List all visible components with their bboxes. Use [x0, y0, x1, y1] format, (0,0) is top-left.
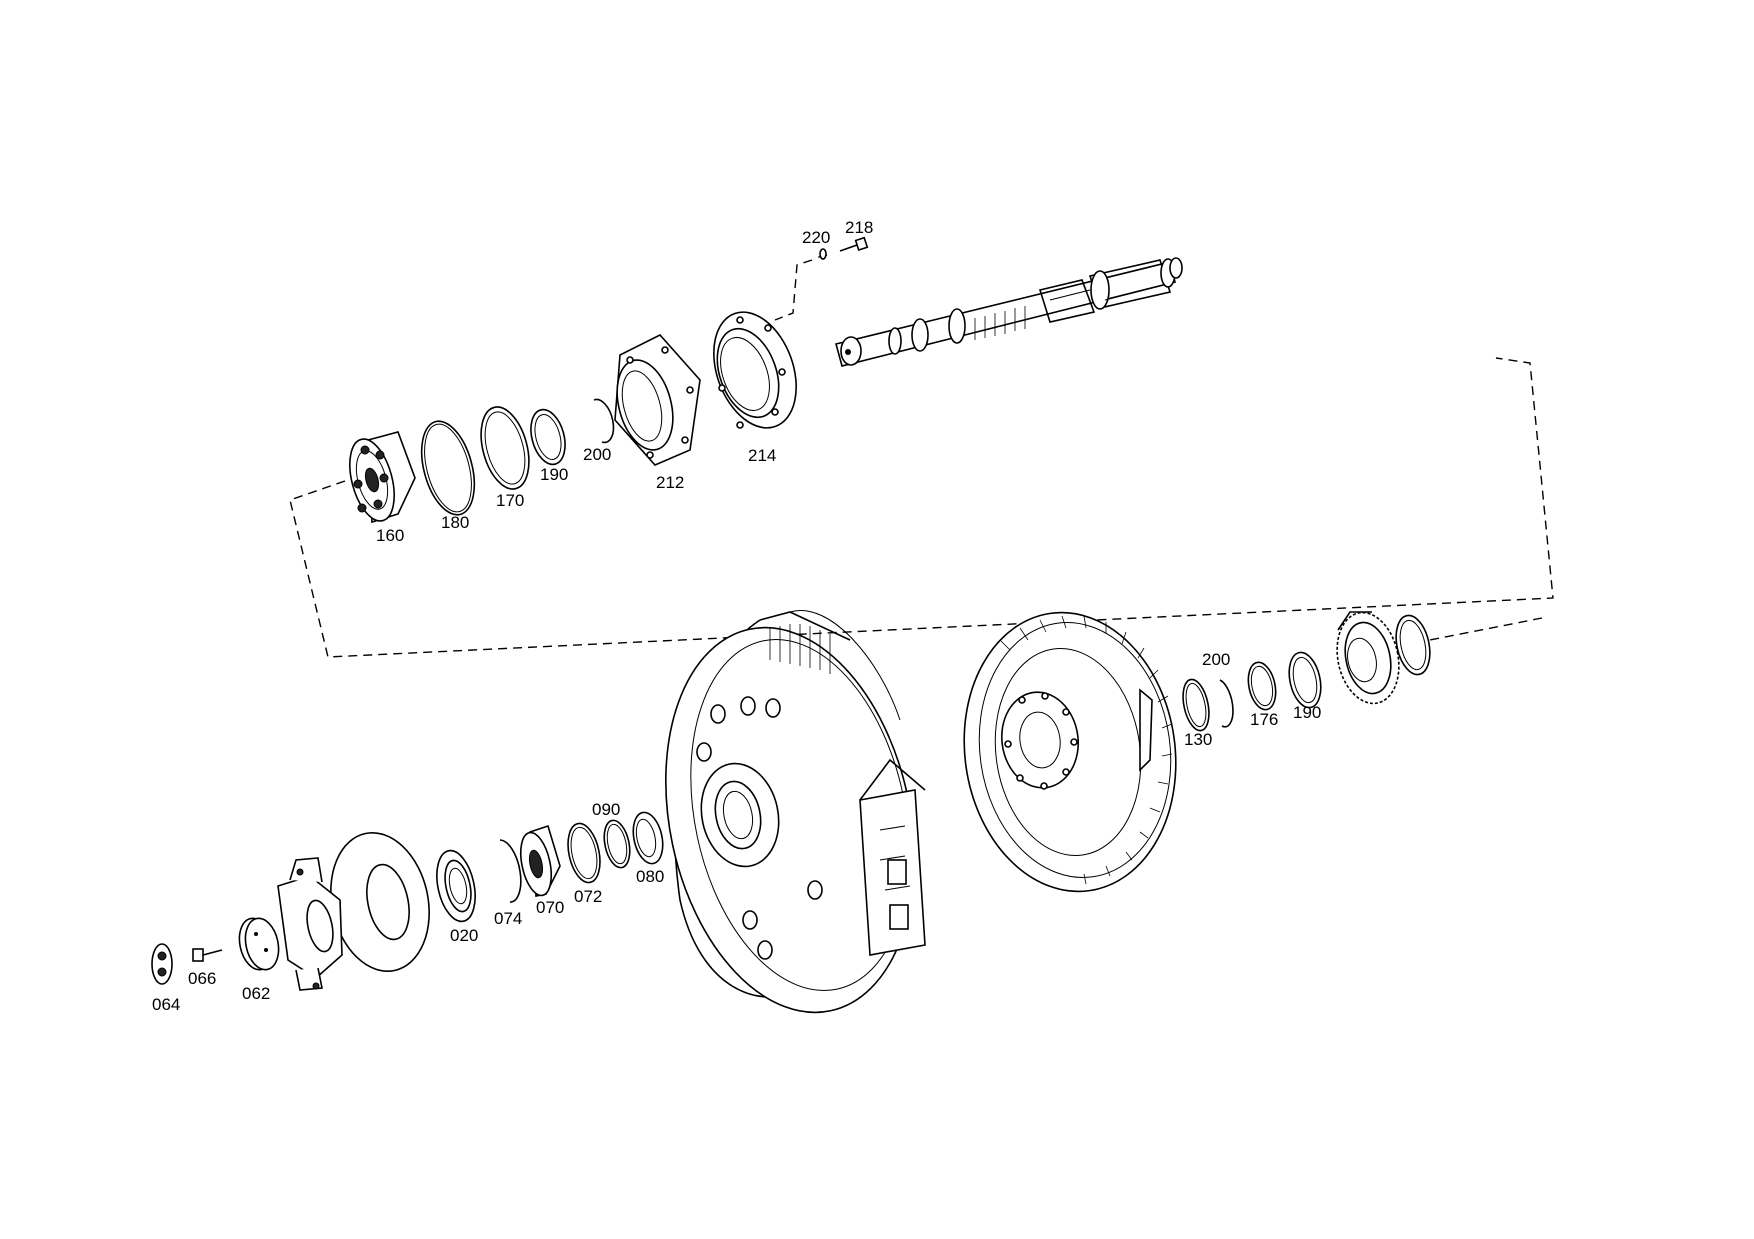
- cover-plate: [330, 832, 430, 972]
- ring-176: [1247, 661, 1277, 711]
- cover-214: [713, 311, 797, 429]
- washer-right: [1395, 614, 1431, 676]
- ring-190a: [530, 408, 566, 466]
- bearing-housing-212: [614, 334, 701, 466]
- label-062: 062: [242, 984, 270, 1003]
- label-190a: 190: [540, 465, 568, 484]
- label-080: 080: [636, 867, 664, 886]
- disc-170: [480, 406, 530, 490]
- snap-ring-180: [420, 420, 476, 516]
- label-160: 160: [376, 526, 404, 545]
- bolt-066: [192, 948, 223, 962]
- label-020: 020: [450, 926, 478, 945]
- label-220: 220: [802, 228, 830, 247]
- label-180: 180: [441, 513, 469, 532]
- label-074: 074: [494, 909, 522, 928]
- seal-080: [632, 811, 664, 865]
- label-072: 072: [574, 887, 602, 906]
- seal-020: [436, 849, 476, 923]
- disc-062: [238, 917, 280, 971]
- torque-converter: [963, 611, 1177, 893]
- snap-ring-200a: [593, 398, 615, 444]
- ring-130: [1182, 678, 1210, 732]
- label-170: 170: [496, 491, 524, 510]
- label-190b: 190: [1293, 703, 1321, 722]
- screw-218: [839, 236, 869, 252]
- part-labels: 160 180 170 190 200 212 214 220 218 200 …: [152, 218, 1321, 1014]
- label-200b: 200: [1202, 650, 1230, 669]
- assembly-guide-lines: [289, 254, 1554, 658]
- transmission-housing: [665, 610, 926, 1014]
- gear: [1336, 611, 1400, 705]
- label-212: 212: [656, 473, 684, 492]
- bearing-160: [349, 431, 416, 524]
- yoke-flange: [277, 857, 343, 991]
- label-090: 090: [592, 800, 620, 819]
- label-070: 070: [536, 898, 564, 917]
- label-066: 066: [188, 969, 216, 988]
- label-218: 218: [845, 218, 873, 237]
- ring-190b: [1288, 651, 1322, 709]
- output-shaft: [835, 257, 1183, 367]
- label-214: 214: [748, 446, 776, 465]
- label-176: 176: [1250, 710, 1278, 729]
- label-200a: 200: [583, 445, 611, 464]
- snap-ring-200b: [1219, 679, 1234, 728]
- label-130: 130: [1184, 730, 1212, 749]
- ring-072: [567, 822, 601, 884]
- label-064: 064: [152, 995, 180, 1014]
- ring-090: [603, 819, 631, 869]
- plate-064: [151, 943, 173, 985]
- snap-ring-074: [499, 839, 522, 903]
- washer-220: [819, 248, 827, 260]
- bearing-070: [519, 824, 561, 897]
